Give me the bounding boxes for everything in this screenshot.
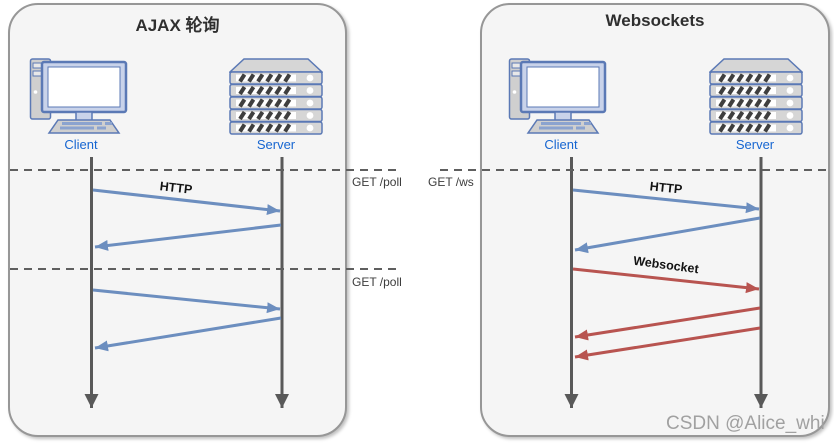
ajax-server-label: Server <box>256 137 296 152</box>
ws-server-label: Server <box>735 137 775 152</box>
websocket-upgrade-arrow <box>572 267 760 294</box>
ajax-request-arrow-1 <box>92 188 281 216</box>
ajax-response-arrow-2 <box>94 316 282 352</box>
ws-http-request-arrow <box>572 188 760 214</box>
ajax-client-label: Client <box>64 137 98 152</box>
websocket-push-arrow-2 <box>574 326 761 361</box>
ajax-request-arrow-2 <box>92 288 281 314</box>
ajax-panel-title: AJAX 轮询 <box>135 16 220 35</box>
lifelines <box>84 157 768 408</box>
ws-http-response-arrow <box>574 216 761 254</box>
ws-websocket-arrows <box>572 267 761 361</box>
timeline-dashed-lines <box>10 169 832 270</box>
ajax-http-arrows <box>92 188 282 352</box>
ajax-response-arrow-1 <box>94 223 282 251</box>
csdn-watermark: CSDN @Alice_whi <box>666 413 825 434</box>
annotation-get-poll-2: GET /poll <box>352 275 402 289</box>
ws-client-label: Client <box>544 137 578 152</box>
annotation-get-ws: GET /ws <box>428 175 474 189</box>
websocket-push-arrow-1 <box>574 306 761 341</box>
ws-http-arrows <box>572 188 761 254</box>
websockets-panel-title: Websockets <box>605 11 705 30</box>
annotation-get-poll-1: GET /poll <box>352 175 402 189</box>
